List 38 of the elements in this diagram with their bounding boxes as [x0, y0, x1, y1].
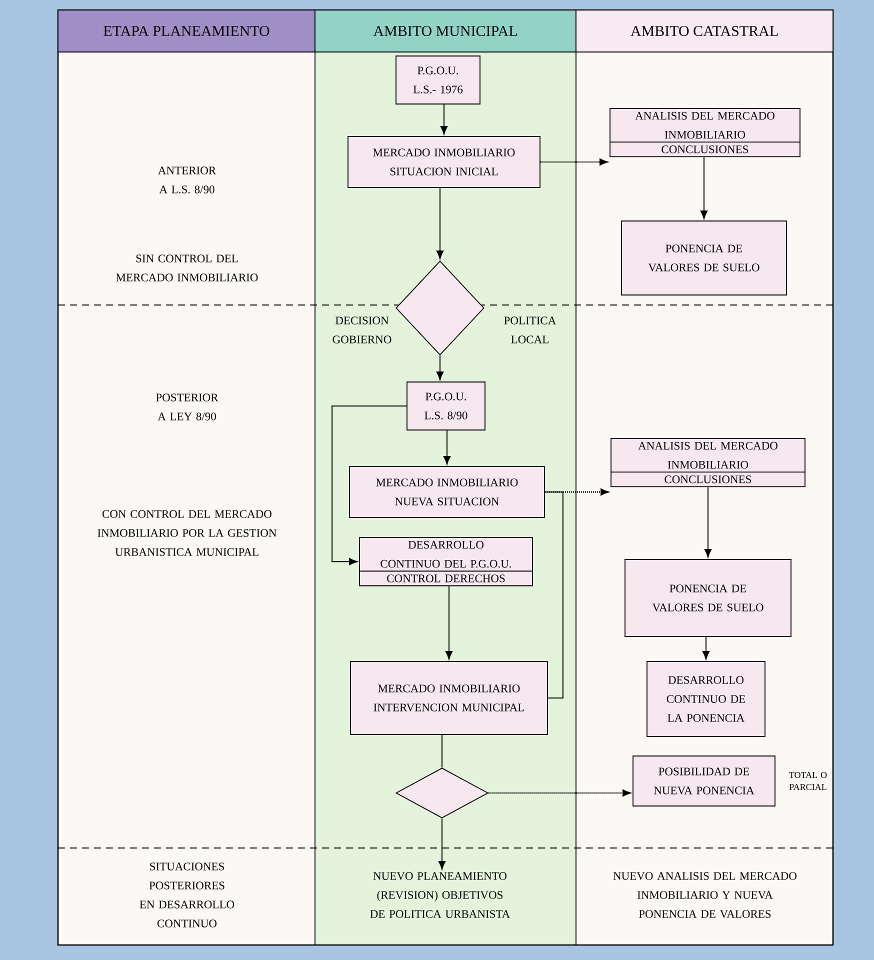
arrow: [704, 486, 712, 558]
arrow: [332, 406, 408, 566]
row-label: SITUACIONES POSTERIORES EN DESARROLLO CONTINUO: [140, 862, 234, 928]
header-cell: AMBITO CATASTRAL: [576, 10, 834, 52]
outcome-text: NUEVO PLANEAMIENTO (REVISION) OBJETIVOS DE POLITICA URBANISTA: [370, 872, 510, 918]
arrow: [702, 636, 710, 660]
process-box: ANALISIS DEL MERCADO INMOBILIARIO CONCLUSIONES: [610, 438, 806, 488]
row-label: SIN CONTROL DEL MERCADO INMOBILIARIO: [116, 254, 258, 282]
process-box: DESARROLLO CONTINUO DEL P.G.O.U. CONTROL DERECHOS: [359, 537, 533, 586]
side-note: TOTAL O PARCIAL: [789, 772, 827, 790]
arrow: [443, 430, 451, 465]
row-label: POSTERIOR A LEY 8/90: [156, 394, 218, 420]
process-box: DESARROLLO CONTINUO DE LA PONENCIA: [646, 661, 766, 737]
process-box: MERCADO INMOBILIARIO SITUACION INICIAL: [348, 136, 540, 188]
decision-diamond: [396, 260, 484, 356]
process-box: ANALISIS DEL MERCADO INMOBILIARIO CONCLUSIONES: [610, 108, 800, 158]
arrow: [540, 158, 608, 166]
row-label: CON CONTROL DEL MERCADO INMOBILIARIO POR LA GESTION URBANISTICA MUNICIPAL: [98, 510, 276, 556]
row-label: ANTERIOR A L.S. 8/90: [158, 166, 216, 194]
header-cell: ETAPA PLANEAMIENTO: [58, 10, 316, 52]
process-box: P.G.O.U. L.S.- 1976: [396, 56, 480, 104]
arrow: [438, 818, 446, 870]
process-box: MERCADO INMOBILIARIO NUEVA SITUACION: [349, 466, 545, 518]
arrow: [700, 156, 708, 220]
branch-label: POLITICA LOCAL: [504, 316, 556, 344]
process-box: PONENCIA DE VALORES DE SUELO: [621, 220, 787, 296]
process-box: MERCADO INMOBILIARIO INTERVENCION MUNICIPAL: [350, 661, 548, 735]
arrow: [544, 488, 608, 496]
process-box: P.G.O.U. L.S. 8/90: [406, 382, 486, 430]
header-cell: AMBITO MUNICIPAL: [314, 10, 576, 52]
arrow: [440, 104, 448, 135]
arrow: [436, 354, 444, 380]
process-box: POSIBILIDAD DE NUEVA PONENCIA: [632, 756, 776, 806]
arrow: [445, 586, 453, 660]
process-box: PONENCIA DE VALORES DE SUELO: [624, 559, 792, 637]
outcome-text: NUEVO ANALISIS DEL MERCADO INMOBILIARIO Y NUEVA PONENCIA DE VALORES: [613, 872, 796, 918]
arrow: [436, 187, 444, 260]
arrow: [488, 790, 630, 796]
